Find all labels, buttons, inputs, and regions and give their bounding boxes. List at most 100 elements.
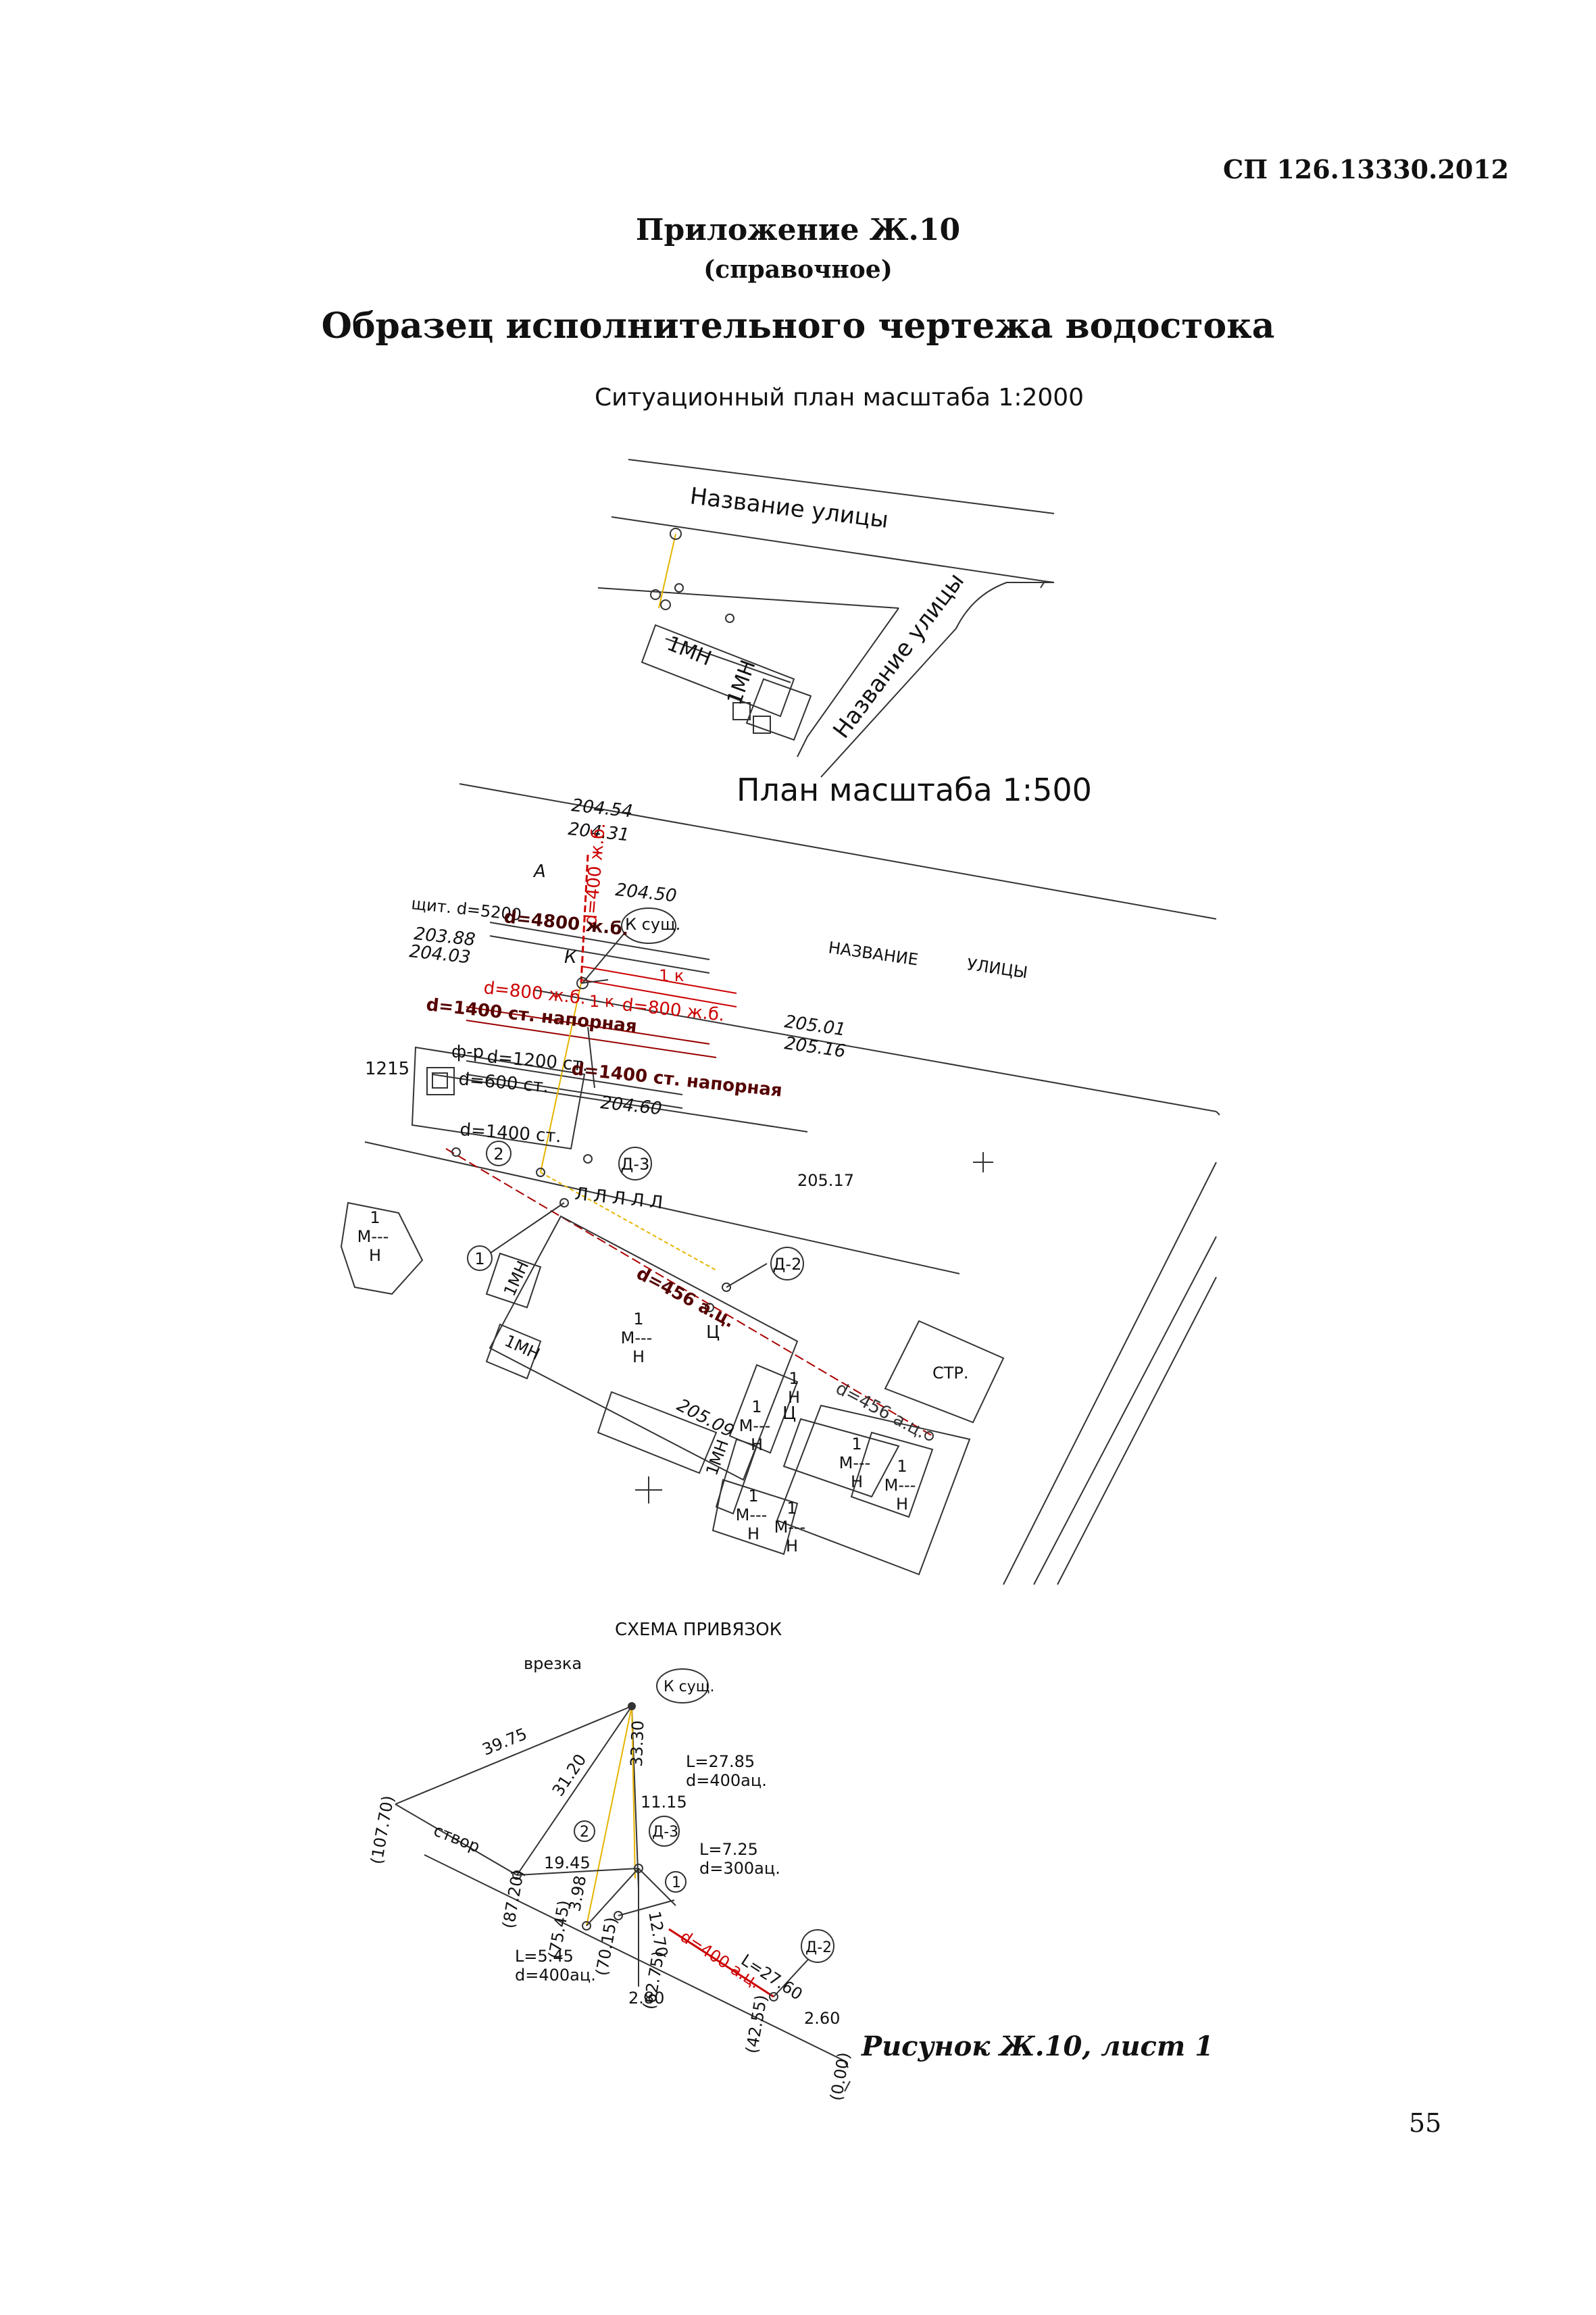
building-type: 1МН (501, 1331, 543, 1364)
chainage: (107.70) (367, 1794, 397, 1866)
scheme-insert-label: врезка (524, 1654, 582, 1673)
appendix-subtitle: (справочное) (703, 255, 893, 284)
material-h: Н (896, 1495, 908, 1514)
material-h: Н (751, 1435, 763, 1454)
building (485, 1252, 542, 1309)
plan-title: План масштаба 1:500 (737, 772, 1092, 808)
building (641, 624, 795, 718)
existing-well (656, 1668, 709, 1703)
building (776, 1404, 971, 1576)
floors: 1 (789, 1369, 799, 1388)
dim-260: 2.60 (804, 2009, 840, 2028)
structure-label: СТР. (932, 1364, 969, 1383)
mark-d3 (649, 1816, 680, 1847)
street-edge (628, 459, 1055, 514)
dim-line (395, 1803, 518, 1876)
mark-2-label: 2 (580, 1824, 589, 1841)
structure (426, 1067, 455, 1095)
material: М--- (357, 1227, 389, 1246)
floors: 1 (897, 1457, 907, 1476)
material: М--- (736, 1505, 768, 1524)
material-h: Н (851, 1472, 863, 1491)
chainage: (87.20) (499, 1868, 528, 1930)
street-edge (1216, 1111, 1220, 1116)
pipe-line (580, 979, 609, 984)
building (597, 1391, 718, 1474)
diameter-label: d=400ац. (686, 1771, 767, 1790)
pipe-line-red (580, 966, 737, 994)
material-h: Н (369, 1246, 381, 1265)
mark-2 (486, 1141, 512, 1166)
well (705, 1303, 714, 1312)
length-label: L=5.45 (515, 1947, 574, 1966)
dim-3120: 31.20 (549, 1751, 591, 1800)
street-edge (364, 1141, 960, 1274)
pipe-label: d=600 ст. (457, 1069, 549, 1097)
point (634, 1864, 643, 1873)
pipe-line (479, 1202, 565, 1261)
dim-line (516, 1706, 632, 1876)
well (660, 599, 671, 610)
well (924, 1431, 934, 1441)
pipe-red (668, 1928, 774, 1998)
material: М--- (884, 1476, 916, 1495)
well (536, 1168, 545, 1177)
chainage: (70.15) (592, 1916, 621, 1977)
pipe-label: d=456 а.ц. (832, 1378, 929, 1443)
plot-number: 1215 (365, 1059, 409, 1079)
material: М--- (621, 1328, 653, 1347)
length-label: L=7.25 (699, 1840, 758, 1859)
street-edge (797, 607, 899, 757)
well (559, 1198, 569, 1208)
floors: 1 (787, 1499, 797, 1518)
label-c: Ц (706, 1322, 720, 1343)
material: М--- (774, 1518, 806, 1537)
material-h: Н (632, 1347, 645, 1366)
floors: 1 (851, 1435, 862, 1453)
well-label-red: 1 к (589, 992, 614, 1011)
street-label: НАЗВАНИЕ (827, 938, 920, 969)
elevation: 204.50 (614, 880, 678, 906)
dim-line (516, 1868, 639, 1876)
structure (432, 1072, 448, 1089)
label-k: К (564, 947, 578, 968)
building (712, 1478, 799, 1555)
well (583, 1154, 593, 1164)
pipe-yellow (586, 1706, 632, 1926)
dim-1945: 19.45 (544, 1853, 591, 1872)
material-h: Н (786, 1537, 798, 1555)
building-line (665, 638, 791, 683)
dim-line (395, 1706, 632, 1805)
pipe-line (466, 1060, 683, 1095)
street-edge (1040, 582, 1045, 589)
pipe-red-vertical (580, 854, 589, 984)
mark-2 (574, 1820, 595, 1842)
pipe-line (726, 1263, 768, 1288)
building (732, 702, 751, 720)
dim-1115: 11.15 (641, 1793, 687, 1812)
label-a: А (532, 862, 546, 882)
page-number: 55 (1409, 2108, 1442, 2138)
material-h: Н (747, 1524, 759, 1543)
document-code: СП 126.13330.2012 (1223, 154, 1510, 184)
elevation: 204.54 (570, 795, 634, 822)
building (745, 678, 812, 741)
mark-2-label: 2 (493, 1145, 503, 1164)
mark-1 (665, 1871, 687, 1893)
street-edge (1057, 1276, 1217, 1585)
street-edge (1003, 1162, 1217, 1585)
point (582, 1921, 591, 1931)
floors: 1 (748, 1487, 758, 1505)
mark-d3-label: Д-3 (652, 1824, 678, 1841)
point (512, 1870, 522, 1880)
pipe-label: d=456 а.ц. (633, 1264, 739, 1333)
point (628, 1702, 636, 1710)
street-edge (597, 587, 899, 609)
floors: 1 (751, 1397, 762, 1416)
building-fractions: 1 М--- Н 1 М--- Н 1 М--- Н 1 Н 1 М--- Н … (357, 1208, 916, 1555)
dim-line (586, 1868, 639, 1926)
floors: 1 (370, 1208, 380, 1227)
material: М--- (839, 1453, 871, 1472)
lamps-label: Л Л Л Л Л (574, 1184, 664, 1214)
